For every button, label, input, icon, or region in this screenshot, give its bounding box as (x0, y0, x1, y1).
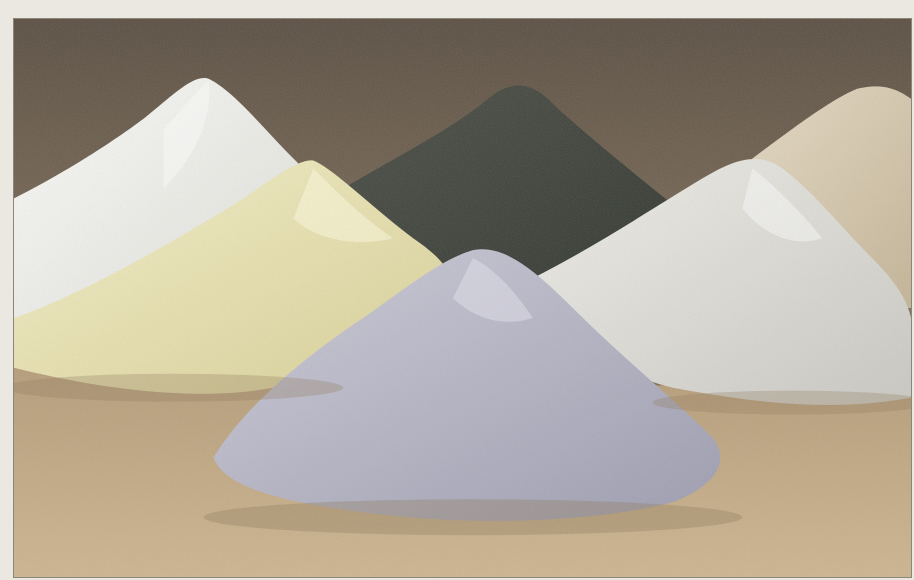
powder-piles-photo (14, 19, 911, 577)
grain-overlay (14, 19, 911, 577)
photo-frame (13, 18, 912, 578)
